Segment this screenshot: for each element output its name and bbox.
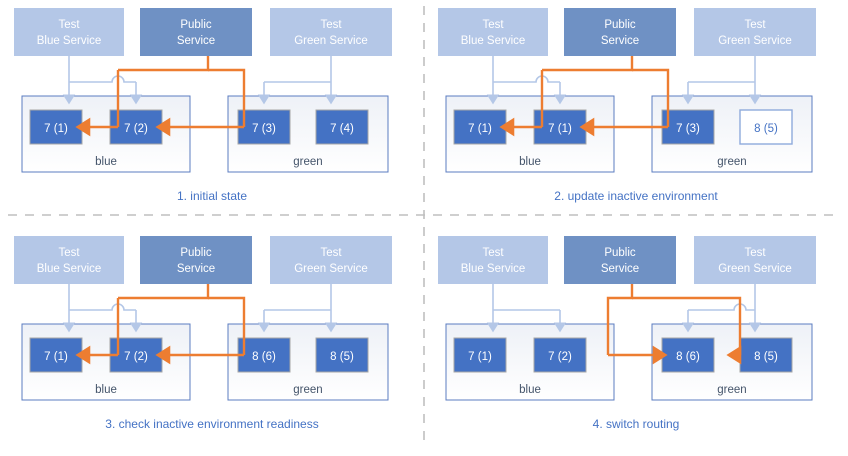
green-pod-0-label: 8 (6) — [676, 351, 700, 363]
public-service-label-line2: Service — [177, 263, 215, 275]
green-pod-0-label: 7 (3) — [676, 123, 700, 135]
test-blue-service-label-line1: Test — [58, 247, 80, 259]
public-service-box[interactable] — [564, 236, 676, 284]
test-blue-service-label-line2: Blue Service — [461, 263, 526, 275]
blue-pod-0-label: 7 (1) — [44, 351, 68, 363]
test-blue-service-label-line2: Blue Service — [37, 35, 102, 47]
green-pod-1-box[interactable] — [315, 337, 369, 373]
test-blue-service-label-line1: Test — [58, 19, 80, 31]
blue-environment-label: blue — [95, 156, 117, 168]
test-blue-bus — [69, 75, 136, 83]
blue-pod-1-label: 7 (2) — [124, 123, 148, 135]
public-riser-right — [632, 296, 742, 355]
green-pod-1-box[interactable] — [739, 109, 793, 145]
test-blue-service-box[interactable] — [438, 236, 548, 284]
blue-pod-1-box[interactable] — [533, 337, 587, 373]
blue-pod-1-label: 7 (2) — [548, 351, 572, 363]
test-blue-service-label-line2: Blue Service — [461, 35, 526, 47]
public-rail-left — [118, 284, 210, 300]
test-blue-service-box[interactable] — [14, 236, 124, 284]
public-service-label-line2: Service — [601, 35, 639, 47]
test-green-service-box[interactable] — [694, 8, 816, 56]
public-service-label-line1: Public — [604, 19, 636, 31]
public-service-box[interactable] — [564, 8, 676, 56]
blue-pod-1-label: 7 (1) — [548, 123, 572, 135]
green-environment-label: green — [717, 384, 746, 396]
green-pod-1-label: 8 (5) — [754, 123, 778, 135]
public-rail-left — [118, 56, 210, 72]
green-pod-1-label: 8 (5) — [330, 351, 354, 363]
blue-pod-0-box[interactable] — [453, 337, 507, 373]
public-service-label-line1: Public — [604, 247, 636, 259]
green-pod-0-label: 7 (3) — [252, 123, 276, 135]
public-service-box[interactable] — [140, 236, 252, 284]
panel-1-caption: 1. initial state — [177, 189, 247, 203]
green-pod-0-box[interactable] — [661, 337, 715, 373]
test-blue-bus — [493, 75, 560, 83]
test-green-service-label-line1: Test — [744, 19, 766, 31]
blue-pod-0-label: 7 (1) — [468, 123, 492, 135]
green-pod-1-label: 8 (5) — [754, 351, 778, 363]
test-blue-service-label-line1: Test — [482, 247, 504, 259]
public-riser-right — [208, 68, 246, 127]
panel-2-caption: 2. update inactive environment — [554, 189, 718, 203]
test-green-bus — [688, 303, 755, 311]
panel-3-caption: 3. check inactive environment readiness — [105, 417, 318, 431]
public-service-label-line2: Service — [177, 35, 215, 47]
test-blue-service-box[interactable] — [438, 8, 548, 56]
blue-pod-0-label: 7 (1) — [468, 351, 492, 363]
public-rail-left — [542, 56, 634, 72]
green-environment-label: green — [293, 384, 322, 396]
green-pod-1-box[interactable] — [315, 109, 369, 145]
green-pod-0-label: 8 (6) — [252, 351, 276, 363]
test-green-service-label-line2: Green Service — [718, 263, 792, 275]
test-green-service-label-line2: Green Service — [294, 263, 368, 275]
test-blue-service-label-line2: Blue Service — [37, 263, 102, 275]
public-riser-left — [606, 284, 634, 355]
public-service-label-line1: Public — [180, 19, 212, 31]
blue-environment-label: blue — [519, 156, 541, 168]
public-service-label-line1: Public — [180, 247, 212, 259]
green-pod-0-box[interactable] — [237, 337, 291, 373]
public-service-label-line2: Service — [601, 263, 639, 275]
green-pod-1-label: 7 (4) — [330, 123, 354, 135]
test-green-service-label-line1: Test — [320, 19, 342, 31]
public-riser-right — [208, 296, 246, 355]
test-blue-service-box[interactable] — [14, 8, 124, 56]
blue-environment-label: blue — [519, 384, 541, 396]
test-green-service-label-line1: Test — [320, 247, 342, 259]
test-green-service-box[interactable] — [694, 236, 816, 284]
blue-pod-1-label: 7 (2) — [124, 351, 148, 363]
panel-4-caption: 4. switch routing — [593, 417, 680, 431]
green-pod-0-box[interactable] — [661, 109, 715, 145]
test-blue-service-label-line1: Test — [482, 19, 504, 31]
test-green-service-box[interactable] — [270, 236, 392, 284]
public-service-box[interactable] — [140, 8, 252, 56]
green-pod-1-box[interactable] — [739, 337, 793, 373]
test-blue-bus — [69, 303, 136, 311]
test-green-service-box[interactable] — [270, 8, 392, 56]
test-green-service-label-line2: Green Service — [718, 35, 792, 47]
public-riser-right — [632, 68, 670, 127]
test-green-service-label-line2: Green Service — [294, 35, 368, 47]
green-environment-label: green — [293, 156, 322, 168]
blue-pod-0-label: 7 (1) — [44, 123, 68, 135]
test-green-service-label-line1: Test — [744, 247, 766, 259]
green-environment-label: green — [717, 156, 746, 168]
blue-environment-label: blue — [95, 384, 117, 396]
